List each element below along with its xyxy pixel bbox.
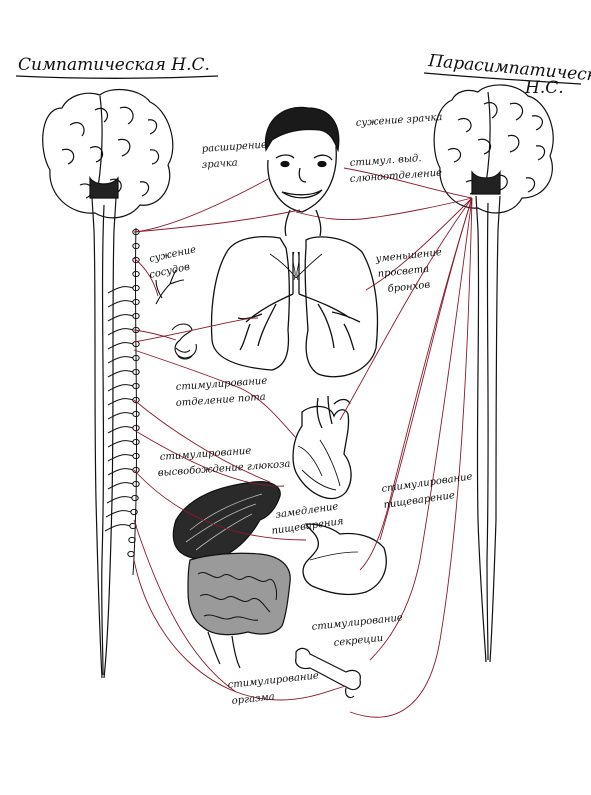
- heart: [292, 395, 352, 500]
- spinal-nerve-loop: [107, 482, 134, 490]
- title-sympathetic: Симпатическая Н.С.: [15, 55, 219, 79]
- label-secretion-2: секреции: [333, 633, 384, 649]
- label-salivation-2: слюноотделение: [349, 168, 442, 185]
- title-parasympathetic-text: Парасимпатическая: [427, 51, 591, 88]
- label-bronchi-1: уменьшение: [374, 247, 442, 265]
- spinal-nerve-loop: [107, 398, 134, 406]
- spinal-nerve-loop: [107, 286, 134, 294]
- label-glucose-1: стимулирование: [159, 446, 251, 463]
- spinal-nerve-loop: [104, 524, 131, 532]
- spinal-cord-right: [475, 195, 501, 663]
- spinal-nerve-loop: [107, 412, 134, 420]
- spinal-nerve-loop: [105, 510, 132, 518]
- spinal-nerve-loop: [107, 314, 134, 322]
- title-parasympathetic: Парасимпатическая Н.С.: [423, 51, 591, 98]
- label-pupil-dilation-1: расширение: [201, 139, 267, 155]
- ganglion: [128, 536, 136, 544]
- spinal-cord-left: [91, 197, 117, 679]
- label-vasoconstriction-2: сосудов: [148, 262, 191, 281]
- ganglion: [130, 508, 138, 516]
- head-face: [264, 106, 340, 237]
- label-orgasm-2: оргазма: [231, 692, 275, 707]
- vessel: [155, 269, 185, 305]
- label-digestion-stim-1: стимулирование: [381, 471, 473, 495]
- intestines: [187, 552, 291, 669]
- ganglion: [127, 550, 135, 558]
- spinal-nerve-loop: [107, 370, 134, 378]
- label-vasoconstriction-1: сужение: [148, 244, 197, 265]
- ganglion: [132, 270, 140, 278]
- nerve-fibers: [133, 167, 473, 718]
- spinal-nerve-loop: [107, 426, 134, 434]
- label-salivation-1: стимул. выд.: [349, 153, 421, 169]
- brain-right: [433, 84, 554, 214]
- label-bronchi-3: бронхов: [387, 280, 431, 295]
- brain-left: [42, 88, 174, 219]
- sympathetic-chain: [104, 227, 140, 576]
- spinal-nerve-loop: [106, 496, 133, 504]
- ganglion: [132, 256, 140, 264]
- liver: [172, 481, 281, 561]
- ganglion: [132, 242, 140, 250]
- spinal-nerve-loop: [107, 356, 134, 364]
- label-orgasm-1: стимулирование: [227, 670, 319, 691]
- label-pupil-constriction: сужение зрачка: [355, 112, 442, 129]
- label-pupil-dilation-2: зрачка: [201, 158, 238, 171]
- spinal-nerve-loop: [107, 454, 134, 462]
- title-parasympathetic-suffix: Н.С.: [524, 78, 564, 98]
- label-bronchi-2: просвета: [377, 264, 430, 280]
- spinal-nerve-loop: [107, 468, 134, 476]
- label-secretion-1: стимулирование: [311, 612, 403, 633]
- bladder-organ: [295, 647, 361, 699]
- label-sweat-2: отделение пота: [175, 392, 266, 409]
- stomach: [302, 523, 387, 596]
- lungs: [210, 236, 379, 378]
- spinal-nerve-loop: [107, 328, 134, 336]
- ganglion: [132, 438, 140, 446]
- title-sympathetic-text: Симпатическая Н.С.: [18, 55, 210, 75]
- ganglion: [131, 494, 139, 502]
- sweat-gland: [171, 323, 197, 360]
- label-sweat-1: стимулирование: [175, 376, 267, 393]
- spinal-nerve-loop: [107, 440, 134, 448]
- spinal-nerve-loop: [107, 384, 134, 392]
- spinal-nerve-loop: [107, 300, 134, 308]
- spinal-nerve-loop: [107, 342, 134, 350]
- ganglion: [132, 228, 140, 236]
